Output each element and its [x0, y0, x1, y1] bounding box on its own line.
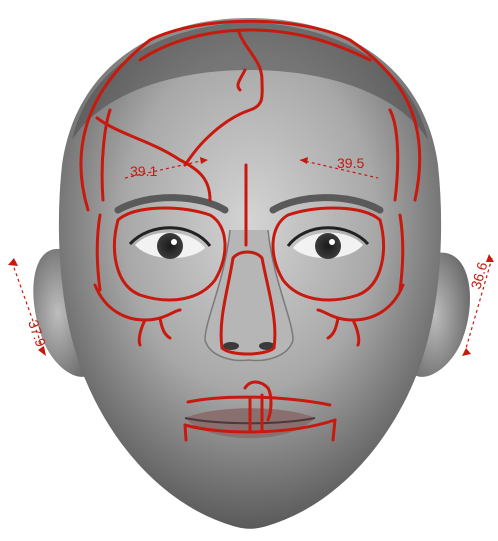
mandible-right [333, 420, 335, 440]
right-ear-value: 36.6 [468, 260, 491, 291]
right-ear-arrow-top [486, 254, 494, 262]
left-ear-arrow-bottom [38, 346, 46, 356]
left-ear-arrow-top [8, 258, 18, 266]
mandible-left [185, 425, 186, 440]
right-brow-value: 39.5 [337, 155, 364, 171]
left-brow-value: 39.1 [130, 163, 157, 179]
right-ear-arrow-bottom [462, 348, 471, 356]
